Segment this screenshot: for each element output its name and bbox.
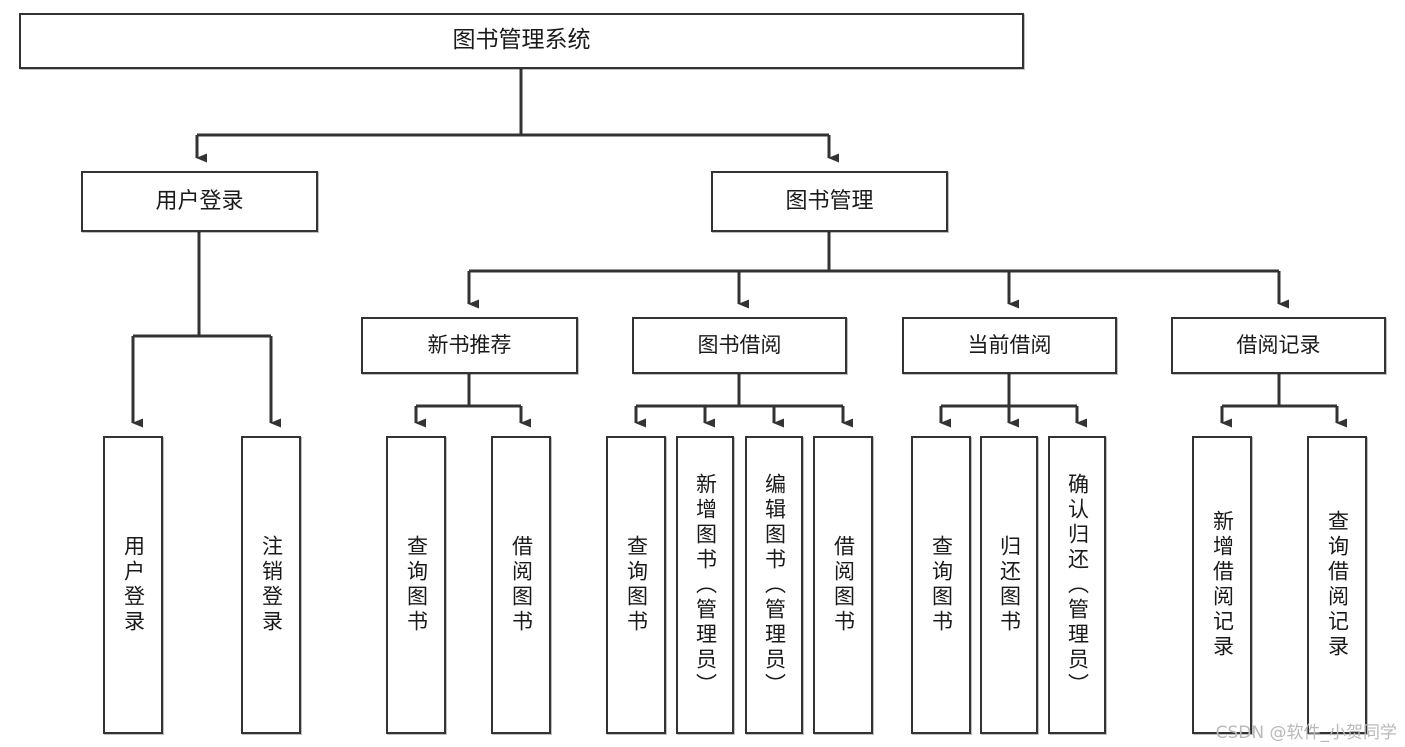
node-label: 图书管理 bbox=[785, 188, 874, 214]
node-label: 借阅图书 bbox=[831, 535, 856, 635]
node-user-login[interactable]: 用户登录 bbox=[81, 171, 318, 232]
node-label: 查询借阅记录 bbox=[1325, 510, 1350, 660]
node-leaf-confirm-return-admin[interactable]: 确认归还（管理员） bbox=[1048, 436, 1106, 734]
node-leaf-user-logout[interactable]: 注销登录 bbox=[241, 436, 301, 734]
watermark-text: CSDN @软件_小贺同学 bbox=[1215, 723, 1397, 743]
node-leaf-add-borrow-record[interactable]: 新增借阅记录 bbox=[1192, 436, 1252, 734]
node-leaf-borrow-book-1[interactable]: 借阅图书 bbox=[491, 436, 551, 734]
node-label: 查询图书 bbox=[929, 535, 954, 635]
node-leaf-borrow-book-2[interactable]: 借阅图书 bbox=[813, 436, 873, 734]
node-label: 新增借阅记录 bbox=[1210, 510, 1235, 660]
node-current-borrow[interactable]: 当前借阅 bbox=[902, 317, 1117, 374]
node-label: 新增图书（管理员） bbox=[693, 472, 718, 698]
node-book-manage[interactable]: 图书管理 bbox=[711, 171, 948, 232]
node-label: 用户登录 bbox=[121, 535, 146, 635]
node-book-borrow[interactable]: 图书借阅 bbox=[632, 317, 847, 374]
node-leaf-query-book-3[interactable]: 查询图书 bbox=[911, 436, 971, 734]
node-label: 图书借阅 bbox=[697, 333, 782, 358]
node-label: 用户登录 bbox=[155, 188, 244, 214]
node-leaf-add-book-admin[interactable]: 新增图书（管理员） bbox=[676, 436, 734, 734]
node-label: 归还图书 bbox=[997, 535, 1022, 635]
node-leaf-query-book-1[interactable]: 查询图书 bbox=[386, 436, 446, 734]
node-leaf-user-login[interactable]: 用户登录 bbox=[103, 436, 163, 734]
node-label: 查询图书 bbox=[624, 535, 649, 635]
node-label: 注销登录 bbox=[259, 535, 284, 635]
node-label: 确认归还（管理员） bbox=[1065, 472, 1090, 698]
node-label: 查询图书 bbox=[404, 535, 429, 635]
node-leaf-return-book[interactable]: 归还图书 bbox=[980, 436, 1038, 734]
node-label: 新书推荐 bbox=[427, 333, 512, 358]
node-borrow-record[interactable]: 借阅记录 bbox=[1171, 317, 1386, 374]
node-label: 借阅图书 bbox=[509, 535, 534, 635]
node-label: 借阅记录 bbox=[1236, 333, 1321, 358]
node-new-book-recommend[interactable]: 新书推荐 bbox=[361, 317, 578, 374]
node-root-system[interactable]: 图书管理系统 bbox=[19, 13, 1024, 69]
node-label: 编辑图书（管理员） bbox=[762, 472, 787, 698]
node-leaf-query-book-2[interactable]: 查询图书 bbox=[606, 436, 666, 734]
node-label: 当前借阅 bbox=[967, 333, 1052, 358]
node-label: 图书管理系统 bbox=[452, 27, 591, 54]
node-leaf-query-borrow-record[interactable]: 查询借阅记录 bbox=[1307, 436, 1367, 734]
node-leaf-edit-book-admin[interactable]: 编辑图书（管理员） bbox=[745, 436, 803, 734]
